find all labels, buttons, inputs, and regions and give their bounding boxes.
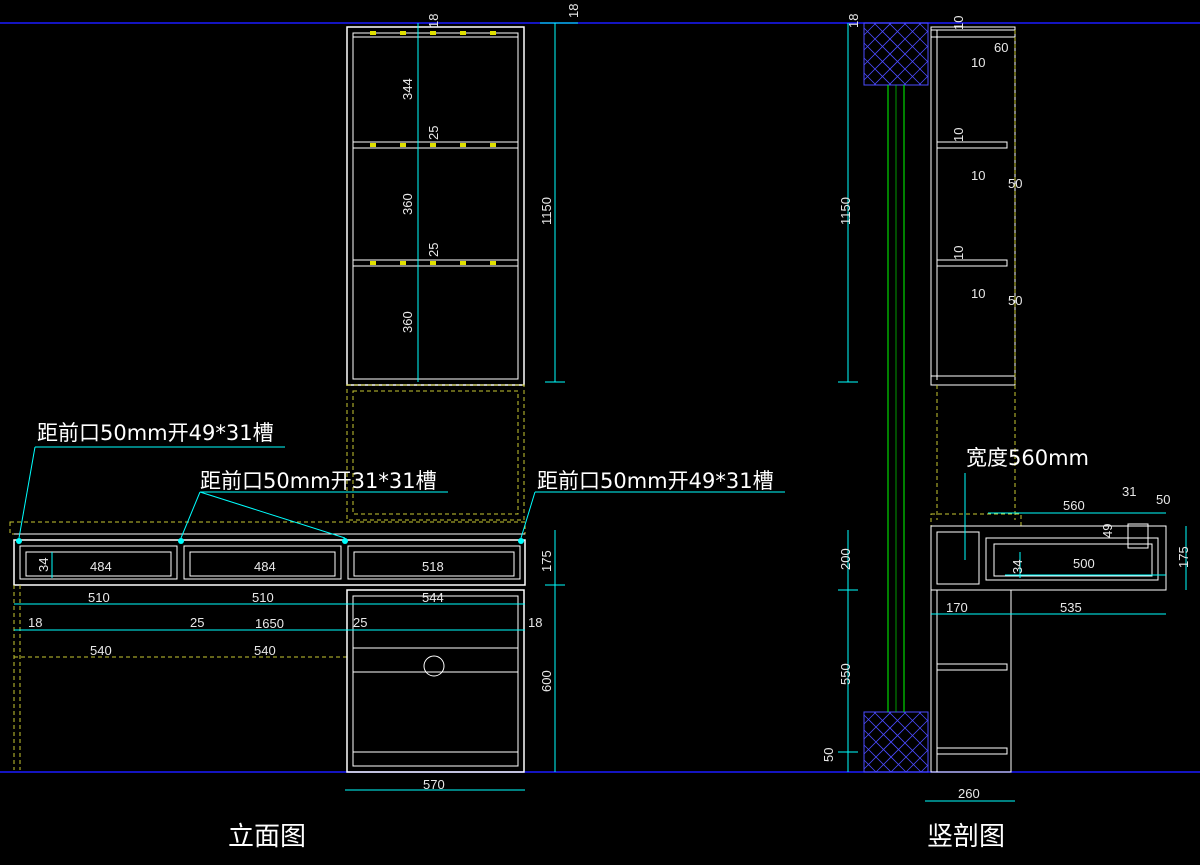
section-bottom-board bbox=[930, 375, 1016, 386]
caption-elevation: 立面图 bbox=[228, 822, 306, 852]
sec-dim-slot-49: 49 bbox=[1100, 524, 1115, 538]
dim-lower-1: 540 bbox=[90, 643, 112, 658]
bookshelf-inner-frame bbox=[352, 32, 519, 380]
drawer-1 bbox=[19, 545, 178, 580]
dim-top-thickness: 18 bbox=[566, 4, 581, 18]
section-drawer bbox=[985, 537, 1159, 581]
pedestal-cabinet bbox=[346, 589, 525, 773]
elevation-view: 18 344 25 360 25 360 1150 18 34 484 484 … bbox=[9, 4, 785, 852]
sec-dim-groove-g: 10 bbox=[951, 246, 966, 260]
elevation-dimension-lines bbox=[14, 22, 578, 791]
drawer-1-inner bbox=[25, 551, 172, 577]
dim-pedestal-height: 600 bbox=[539, 670, 554, 692]
section-pedestal-shelf-1 bbox=[936, 663, 1008, 671]
sec-dim-left-part: 170 bbox=[946, 600, 968, 615]
wall-hatch-bottom bbox=[863, 711, 929, 773]
drawer-3-inner bbox=[353, 551, 515, 577]
section-top-board bbox=[930, 26, 1016, 38]
section-desk-top bbox=[930, 513, 1022, 527]
dim-shelf-board-3: 25 bbox=[426, 243, 441, 257]
caption-section: 竖剖图 bbox=[927, 822, 1005, 852]
drawer-2 bbox=[183, 545, 342, 580]
sec-dim-desk-gap: 200 bbox=[838, 548, 853, 570]
drawer-2-inner bbox=[189, 551, 336, 577]
bookshelf-outer-frame bbox=[346, 26, 525, 386]
sec-dim-groove-h: 10 bbox=[971, 286, 985, 301]
dim-drawer-1-width: 484 bbox=[90, 559, 112, 574]
dim-shelf-top-board: 18 bbox=[426, 14, 441, 28]
dim-shelf-bay-1: 344 bbox=[400, 78, 415, 100]
sec-dim-groove-b: 60 bbox=[994, 40, 1008, 55]
note-depth: 宽度560mm bbox=[966, 446, 1089, 470]
dim-bay-1-width: 510 bbox=[88, 590, 110, 605]
dim-side-left: 18 bbox=[28, 615, 42, 630]
sec-dim-cabinet-height: 1150 bbox=[838, 197, 853, 225]
groove-markers bbox=[16, 538, 524, 544]
sec-dim-right-part: 535 bbox=[1060, 600, 1082, 615]
note-groove-left: 距前口50mm开49*31槽 bbox=[37, 421, 274, 445]
sec-dim-slot-31: 31 bbox=[1122, 484, 1136, 499]
dim-divider-1: 25 bbox=[190, 615, 204, 630]
dim-drawer-3-width: 518 bbox=[422, 559, 444, 574]
sec-dim-drawer-face: 34 bbox=[1010, 560, 1025, 574]
bookshelf-hidden-lower bbox=[346, 384, 525, 521]
hatch-pattern-bottom bbox=[863, 711, 929, 773]
dim-total-width: 1650 bbox=[255, 616, 284, 631]
dim-drawer-face-height: 34 bbox=[36, 558, 51, 572]
sec-dim-groove-d: 10 bbox=[951, 128, 966, 142]
sec-dim-groove-i: 50 bbox=[1008, 293, 1022, 308]
dim-pedestal-width: 570 bbox=[423, 777, 445, 792]
sec-dim-drawer-depth: 500 bbox=[1073, 556, 1095, 571]
drawer-band bbox=[13, 539, 526, 586]
sec-dim-top-board: 18 bbox=[846, 14, 861, 28]
sec-dim-groove-a: 10 bbox=[951, 16, 966, 30]
section-shelf-1 bbox=[936, 141, 1008, 149]
note-leaders bbox=[18, 446, 785, 539]
dim-shelf-bay-2: 360 bbox=[400, 193, 415, 215]
cable-hole bbox=[423, 655, 445, 677]
section-shelf-2 bbox=[936, 259, 1008, 267]
sec-dim-lower-height: 550 bbox=[838, 663, 853, 685]
sec-dim-slot-50: 50 bbox=[1156, 492, 1170, 507]
dim-bay-3-width: 544 bbox=[422, 590, 444, 605]
sec-dim-groove-c: 10 bbox=[971, 55, 985, 70]
hatch-pattern-top bbox=[863, 22, 929, 86]
dim-divider-2: 25 bbox=[353, 615, 367, 630]
pedestal-inner bbox=[352, 595, 519, 767]
sec-dim-groove-f: 50 bbox=[1008, 176, 1022, 191]
dim-drawer-2-width: 484 bbox=[254, 559, 276, 574]
dim-desk-height: 175 bbox=[539, 550, 554, 572]
sec-dim-groove-e: 10 bbox=[971, 168, 985, 183]
note-groove-right: 距前口50mm开49*31槽 bbox=[537, 469, 774, 493]
section-pedestal bbox=[930, 589, 1012, 773]
dim-cabinet-height: 1150 bbox=[539, 197, 554, 225]
section-pedestal-shelf-2 bbox=[936, 747, 1008, 755]
dim-lower-2: 540 bbox=[254, 643, 276, 658]
note-groove-mid: 距前口50mm开31*31槽 bbox=[200, 469, 437, 493]
desk-top-outline bbox=[9, 521, 526, 535]
section-storage-box bbox=[936, 531, 980, 585]
section-slot bbox=[1127, 523, 1149, 549]
section-drawer-inner bbox=[993, 543, 1153, 577]
sec-dim-desk-height: 175 bbox=[1176, 546, 1191, 568]
sec-dim-base-height: 50 bbox=[821, 748, 836, 762]
section-dimension-lines bbox=[838, 23, 1187, 802]
wall-hatch-top bbox=[863, 22, 929, 86]
dim-bay-2-width: 510 bbox=[252, 590, 274, 605]
dim-side-right: 18 bbox=[528, 615, 542, 630]
section-desk-outline bbox=[930, 525, 1167, 591]
drawer-3 bbox=[347, 545, 521, 580]
section-cabinet-outer bbox=[930, 29, 1016, 386]
dim-shelf-bay-3: 360 bbox=[400, 311, 415, 333]
dim-shelf-board-2: 25 bbox=[426, 126, 441, 140]
sec-dim-desk-depth: 560 bbox=[1063, 498, 1085, 513]
section-view: 18 1150 200 550 50 10 60 10 10 10 50 10 … bbox=[821, 14, 1191, 852]
bookshelf-hidden-inner bbox=[352, 390, 519, 515]
sec-dim-overall-depth: 260 bbox=[958, 786, 980, 801]
shelf-pins bbox=[370, 31, 496, 265]
